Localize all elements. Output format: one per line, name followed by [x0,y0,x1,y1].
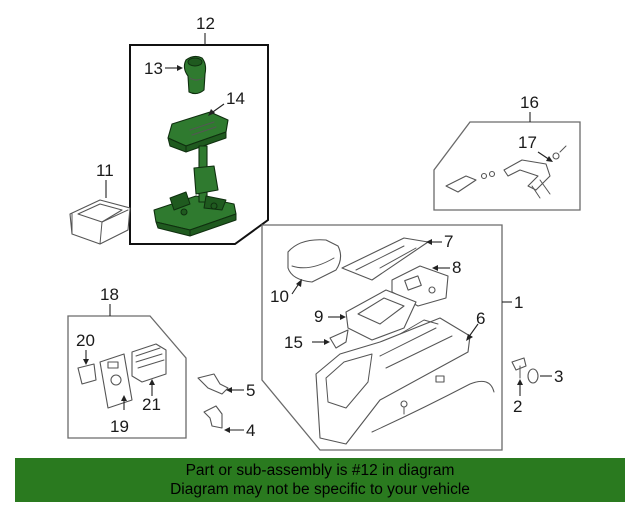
parts-diagram: 12 13 14 [67,14,581,451]
callout-15[interactable]: 15 [284,333,303,352]
part-3-clip[interactable] [527,368,539,384]
banner-line-2: Diagram may not be specific to your vehi… [170,481,470,498]
info-banner: Part or sub-assembly is #12 in diagram D… [15,458,625,502]
group-16-shift-lock[interactable]: 16 17 [433,93,581,211]
callout-13[interactable]: 13 [144,59,163,78]
part-9-cup-holder[interactable] [345,289,417,341]
callout-20[interactable]: 20 [76,331,95,350]
callout-12[interactable]: 12 [196,14,215,33]
part-13-shift-knob[interactable] [183,55,207,95]
shifter-base [153,145,237,237]
callout-4[interactable]: 4 [246,421,255,440]
callout-10[interactable]: 10 [270,287,289,306]
part-11-tray[interactable]: 11 [69,161,131,245]
group-16-box [433,121,581,211]
callout-11[interactable]: 11 [96,161,114,180]
callout-17[interactable]: 17 [518,133,537,152]
console-bolt [400,400,408,415]
callout-21[interactable]: 21 [142,395,161,414]
callout-2[interactable]: 2 [513,397,522,416]
part-21-switch-block[interactable] [131,343,167,383]
callout-9[interactable]: 9 [314,307,323,326]
part-20-switch[interactable] [77,363,97,385]
callout-7[interactable]: 7 [444,232,453,251]
callout-1[interactable]: 1 [514,293,523,312]
part-19-panel[interactable] [99,353,133,409]
part-10-armrest-lid[interactable] [287,239,342,283]
part-8-bezel[interactable] [391,265,449,307]
group-1-console-assembly[interactable]: 1 10 7 8 9 [261,224,523,451]
callout-16[interactable]: 16 [520,93,539,112]
callout-6[interactable]: 6 [476,309,485,328]
group-18-switch-panel[interactable]: 18 20 19 21 [67,285,187,439]
callout-8[interactable]: 8 [452,258,461,277]
callout-5[interactable]: 5 [246,381,255,400]
banner-line-1: Part or sub-assembly is #12 in diagram [185,462,455,479]
part-17-bolt[interactable] [552,145,567,160]
part-6-console-body[interactable] [315,317,495,445]
part-2-screw[interactable] [511,357,527,379]
part-4-bracket[interactable] [203,405,223,429]
callout-18[interactable]: 18 [100,285,119,304]
part-5-bracket[interactable] [197,373,229,395]
callout-14[interactable]: 14 [226,89,245,108]
callout-19[interactable]: 19 [110,417,129,436]
callout-3[interactable]: 3 [554,367,563,386]
group-12-shifter-assembly[interactable]: 12 13 14 [129,14,269,245]
part-15-clip[interactable] [329,329,349,349]
